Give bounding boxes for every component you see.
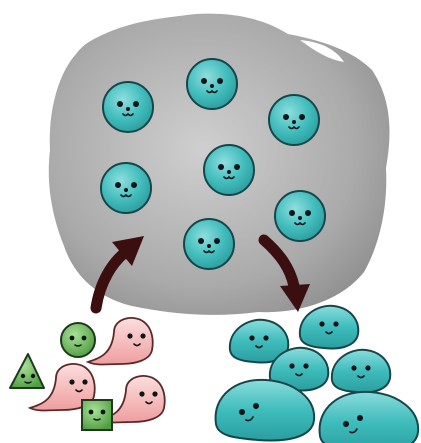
- teal-blob-face: [320, 392, 419, 443]
- teal-circle-face: [184, 219, 234, 269]
- green-square-face: [82, 400, 112, 430]
- teal-circle-face: [275, 191, 325, 241]
- green-circle-face: [61, 323, 95, 357]
- teal-circle-face: [103, 82, 153, 132]
- teal-blob-face: [332, 350, 390, 393]
- teal-circle-face: [204, 145, 254, 195]
- pink-ghost-face: [88, 318, 153, 365]
- teal-circle-face: [101, 163, 151, 213]
- teal-circle-face: [269, 95, 319, 145]
- green-triangle-face: [10, 354, 44, 388]
- teal-circle-face: [187, 59, 237, 109]
- teal-blob-face: [300, 306, 358, 349]
